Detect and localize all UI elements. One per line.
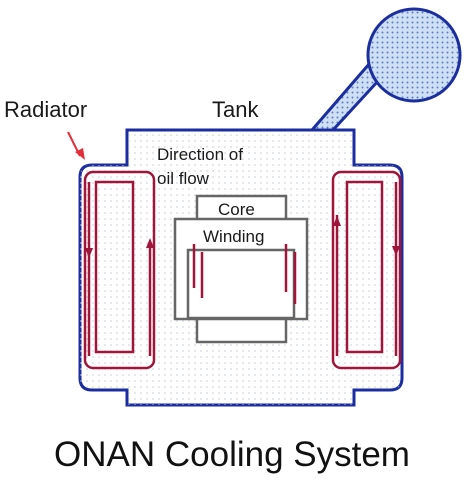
direction-line-2: oil flow xyxy=(157,169,209,188)
core-label: Core xyxy=(218,200,255,219)
winding xyxy=(192,244,297,304)
left-down-arrow xyxy=(85,248,93,258)
right-radiator-oil-flow xyxy=(331,170,402,370)
right-up-arrow xyxy=(333,216,341,226)
radiator-label: Radiator xyxy=(4,97,88,122)
oil-flow-direction-label: Direction of oil flow xyxy=(157,143,243,191)
diagram-title: ONAN Cooling System xyxy=(54,435,410,474)
core xyxy=(173,194,309,344)
direction-line-1: Direction of xyxy=(157,145,243,164)
left-radiator-oil-flow xyxy=(83,170,156,370)
tank-label: Tank xyxy=(212,97,259,122)
radiator-pointer-arrow xyxy=(67,131,85,160)
left-up-arrow xyxy=(146,238,154,248)
conservator xyxy=(366,7,462,103)
right-down-arrow xyxy=(392,246,400,256)
winding-label: Winding xyxy=(203,227,265,246)
